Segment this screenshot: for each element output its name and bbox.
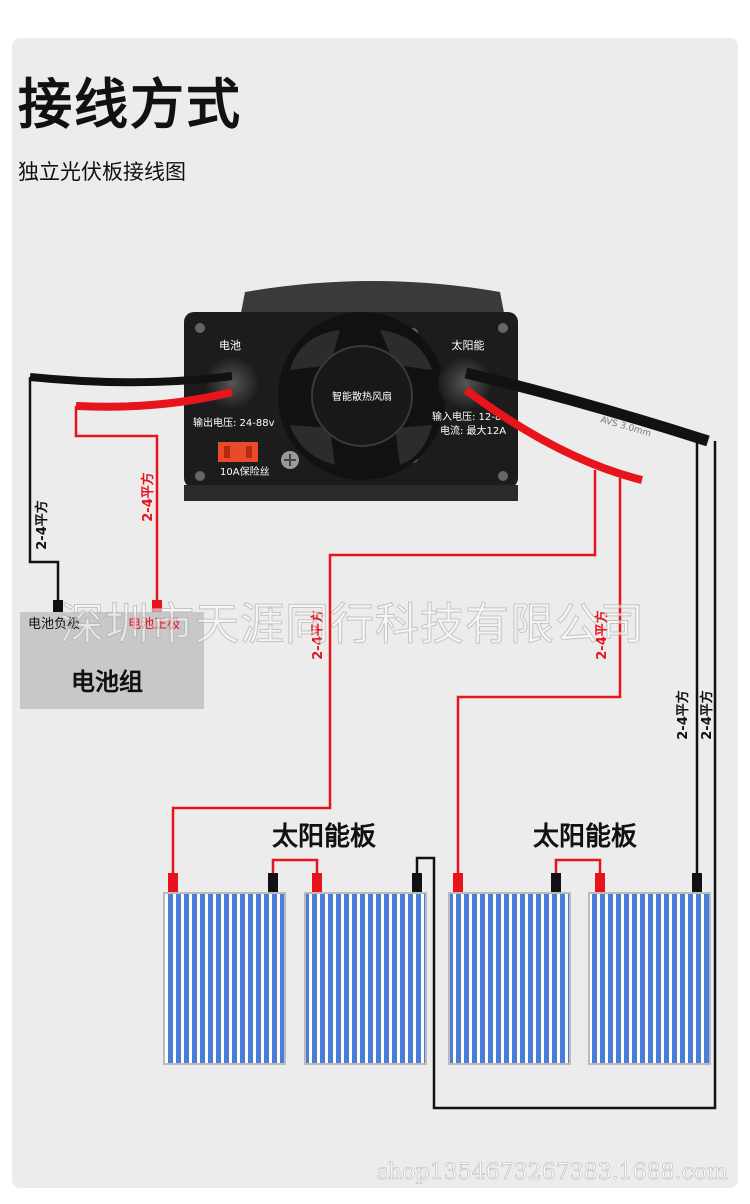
wire-spec-panel-black-2: 2-4平方 bbox=[699, 690, 715, 740]
company-watermark: 深圳市天涯同行科技有限公司 bbox=[60, 599, 645, 651]
solar-panel-4 bbox=[588, 892, 711, 1065]
fuse-label: 10A保险丝 bbox=[220, 465, 270, 478]
battery-pack-label: 电池组 bbox=[71, 668, 143, 696]
inverter: 电池 太阳能 智能散热风扇 输出电压: 24-88v 输入电压: 12-8 电流… bbox=[184, 281, 518, 501]
page-title: 接线方式 bbox=[18, 73, 242, 136]
solar-panel-1 bbox=[163, 892, 286, 1065]
solar-panels bbox=[163, 892, 711, 1065]
panel-terminals bbox=[168, 873, 702, 893]
battery-positive-label: 电池正极 bbox=[128, 617, 180, 632]
thin-wires bbox=[28, 377, 717, 1110]
battery-pack: 电池负极 电池正极 电池组 bbox=[20, 600, 204, 709]
inverter-cables: AVS 3.0mm bbox=[29, 367, 710, 484]
solar-port-label: 太阳能 bbox=[452, 338, 485, 352]
battery-negative-label: 电池负极 bbox=[28, 617, 80, 632]
battery-gland bbox=[204, 355, 260, 411]
panel-group-label-right: 太阳能板 bbox=[533, 821, 637, 852]
wire-spec-panel-black-1: 2-4平方 bbox=[675, 690, 691, 740]
input-voltage-label: 输入电压: 12-8 bbox=[432, 410, 501, 423]
wire-spec-labels: 2-4平方 2-4平方 2-4平方 2-4平方 2-4平方 2-4平方 bbox=[34, 472, 715, 740]
shop-watermark: shop1354673267383.1688.com bbox=[376, 1160, 729, 1186]
fan-label: 智能散热风扇 bbox=[332, 390, 392, 403]
wire-spec-battery-positive: 2-4平方 bbox=[140, 472, 156, 522]
wire-spec-panel-right: 2-4平方 bbox=[594, 610, 610, 660]
wire-spec-battery-negative: 2-4平方 bbox=[34, 500, 50, 550]
page-subtitle: 独立光伏板接线图 bbox=[18, 160, 186, 184]
output-voltage-label: 输出电压: 24-88v bbox=[193, 416, 275, 429]
solar-panel-3 bbox=[448, 892, 571, 1065]
wire-spec-panel-left: 2-4平方 bbox=[310, 610, 326, 660]
battery-port-label: 电池 bbox=[219, 339, 241, 352]
panel-group-label-left: 太阳能板 bbox=[272, 821, 376, 852]
current-label: 电流: 最大12A bbox=[440, 424, 506, 437]
solar-panel-2 bbox=[304, 892, 427, 1065]
